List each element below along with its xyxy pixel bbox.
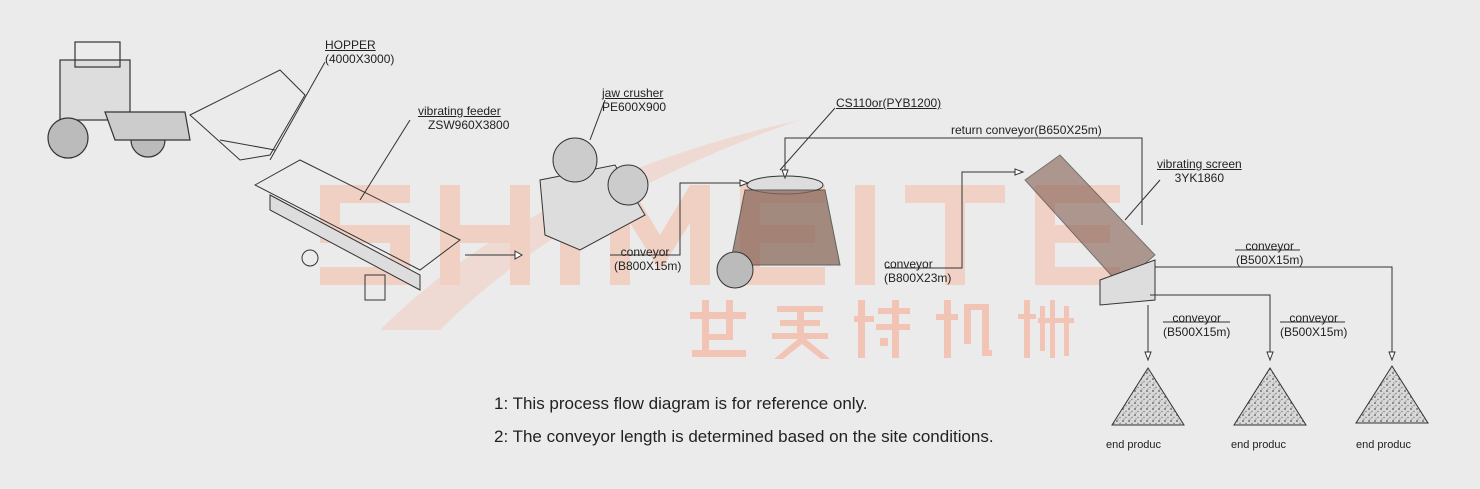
product-pile-2 <box>1233 367 1307 426</box>
vibrating-screen-icon <box>1024 154 1161 306</box>
product-pile-3 <box>1355 365 1429 424</box>
product-pile-1 <box>1111 367 1185 426</box>
output-conveyor-2-line <box>1150 294 1271 355</box>
output-conveyor-3-label: conveyor(B500X15m) <box>1236 239 1304 267</box>
cone-crusher-icon <box>716 107 841 289</box>
jaw-crusher-icon <box>539 99 649 251</box>
conveyor-1-label: conveyor(B800X15m) <box>614 245 682 273</box>
cone-crusher-label: CS110or(PYB1200) <box>836 96 942 110</box>
watermark-logo-chinese <box>690 300 1074 359</box>
conveyor-2-label: conveyor(B800X23m) <box>884 257 952 285</box>
note-2: 2: The conveyor length is determined bas… <box>494 427 994 446</box>
feeder-label: vibrating feeder ZSW960X3800 <box>418 104 510 132</box>
product-label-1: end produc <box>1106 439 1162 451</box>
conveyor-1-line <box>610 182 740 256</box>
output-conveyor-3-line <box>1155 266 1393 355</box>
return-conveyor-label: return conveyor(B650X25m) <box>951 123 1102 137</box>
output-conveyor-2-label: conveyor(B500X15m) <box>1280 311 1348 339</box>
product-label-3: end produc <box>1356 439 1412 451</box>
wheel-loader-icon <box>47 41 191 159</box>
vibrating-feeder-icon <box>253 119 524 301</box>
return-conveyor-line <box>784 137 1143 225</box>
watermark-logo-latin <box>320 120 1120 330</box>
note-1: 1: This process flow diagram is for refe… <box>494 394 868 413</box>
conveyor-2-line <box>885 171 1020 269</box>
product-label-2: end produc <box>1231 439 1287 451</box>
hopper-label: HOPPER(4000X3000) <box>325 38 395 66</box>
output-conveyor-1-label: conveyor(B500X15m) <box>1163 311 1231 339</box>
hopper-icon <box>189 61 326 161</box>
